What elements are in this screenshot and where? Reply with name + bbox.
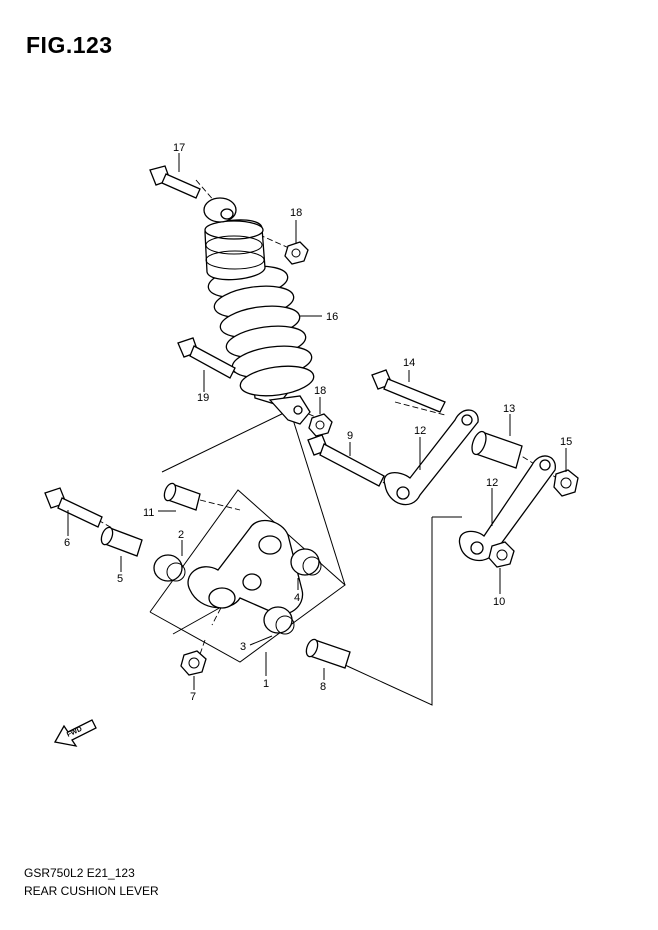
spacer-13	[471, 430, 523, 469]
callout-13: 13	[503, 403, 515, 415]
bearing-3	[263, 606, 295, 635]
cushion-rod-12-lower	[458, 455, 556, 562]
callout-16: 16	[326, 311, 338, 323]
callout-6: 6	[64, 537, 70, 549]
cushion-rod-12-upper	[383, 409, 479, 506]
nut-18-upper	[284, 241, 309, 265]
spacer-11	[163, 482, 201, 511]
bolt-17	[149, 165, 201, 199]
callout-14: 14	[403, 357, 415, 369]
callout-17: 17	[173, 142, 185, 154]
callout-8: 8	[320, 681, 326, 693]
callout-18-upper: 18	[290, 207, 302, 219]
callout-4: 4	[294, 592, 300, 604]
nut-7	[180, 650, 207, 676]
callout-2: 2	[178, 529, 184, 541]
callout-11: 11	[143, 507, 154, 519]
bolt-6	[44, 487, 103, 528]
callout-12-upper: 12	[414, 425, 426, 437]
bolt-14	[371, 369, 446, 413]
rear-cushion-lever	[187, 519, 304, 615]
bearing-2	[153, 554, 186, 582]
callout-15: 15	[560, 436, 572, 448]
bolt-9	[307, 434, 385, 487]
figure-title: FIG.123	[26, 32, 113, 58]
leader-lines	[67, 153, 567, 690]
bolt-19	[177, 337, 236, 379]
callout-9: 9	[347, 430, 353, 442]
callout-19: 19	[197, 392, 209, 404]
callout-3: 3	[240, 641, 246, 653]
callout-7: 7	[190, 691, 196, 703]
callout-10: 10	[493, 596, 505, 608]
callout-5: 5	[117, 573, 123, 585]
fwd-arrow-icon: FWD	[53, 719, 97, 747]
shock-spring	[207, 265, 315, 397]
spacer-8	[305, 638, 351, 669]
callout-1: 1	[263, 678, 269, 690]
callout-12-lower: 12	[486, 477, 498, 489]
callout-18-lower: 18	[314, 385, 326, 397]
nut-18-lower	[308, 413, 333, 437]
nut-10	[488, 541, 515, 568]
spacer-5	[100, 526, 143, 557]
bearing-4	[290, 548, 322, 576]
diagram-name: REAR CUSHION LEVER	[24, 884, 159, 898]
rear-shock-absorber	[203, 197, 315, 425]
nut-15	[553, 469, 579, 497]
callout-labels: 17 18 16 19 18 14 9 12 13 15 12 10 11 6 …	[64, 142, 572, 703]
diagram-code: GSR750L2 E21_123	[24, 866, 135, 880]
